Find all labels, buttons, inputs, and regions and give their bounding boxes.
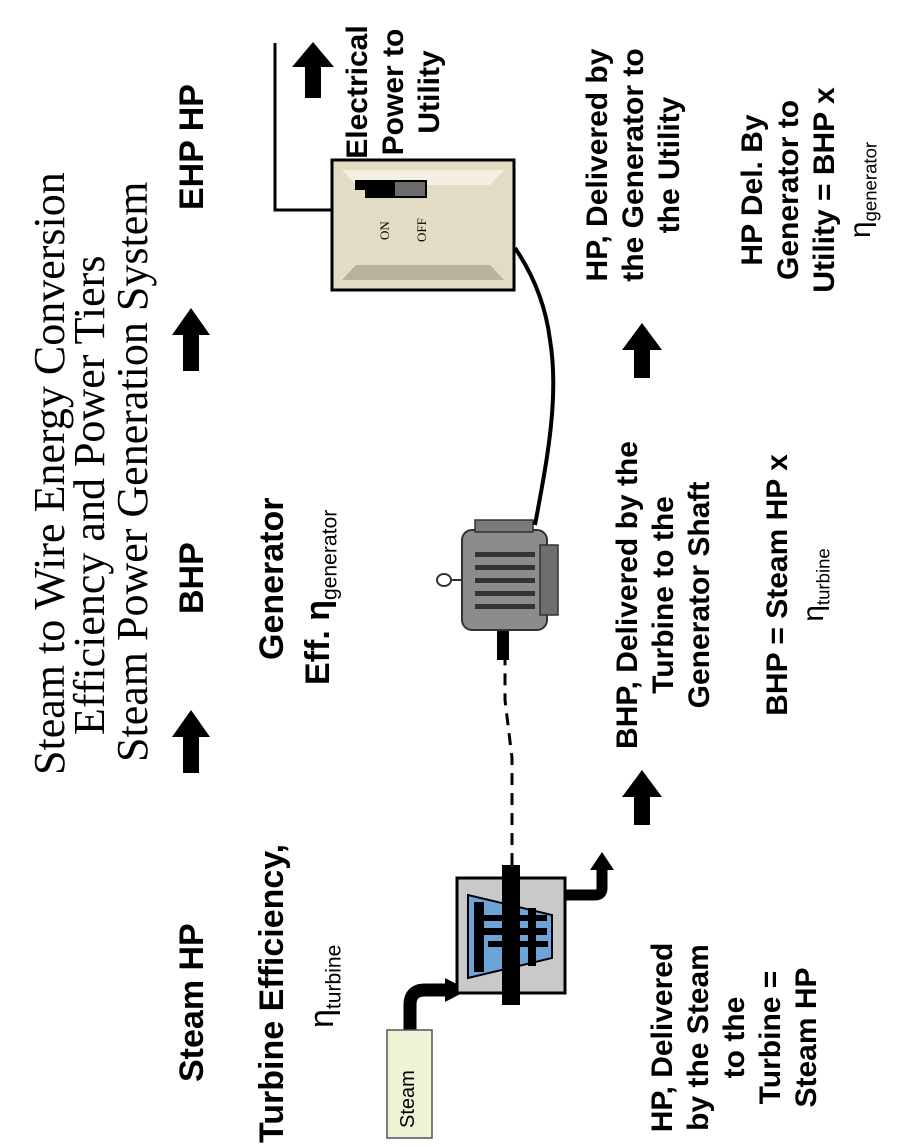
power-cable bbox=[513, 246, 556, 526]
turbine-exhaust bbox=[565, 868, 608, 901]
tier-steam-hp: Steam HP bbox=[173, 923, 211, 1082]
title-line-3: Steam Power Generation System bbox=[108, 181, 157, 762]
arrow-bhp-delivered bbox=[622, 770, 662, 825]
turbine-efficiency-symbol: ηturbine bbox=[303, 944, 346, 1028]
steam-box bbox=[386, 1029, 433, 1139]
turbine bbox=[455, 865, 567, 1005]
tier-arrow-steam-to-bhp bbox=[172, 710, 210, 773]
switch-off-label: OFF bbox=[414, 218, 429, 242]
bhp-formula: BHP = Steam HP x ηturbine bbox=[761, 454, 834, 716]
tier-arrow-bhp-to-ehp bbox=[172, 308, 210, 371]
hp-steam-description: HP, Delivered by the Steam to the Turbin… bbox=[646, 942, 823, 1133]
hp-utility-formula: HP Del. By Generator to Utility = BHP x … bbox=[736, 87, 881, 293]
generator-efficiency-symbol: Eff. ηgenerator bbox=[299, 509, 342, 685]
generator-efficiency-label: Generator bbox=[253, 497, 291, 661]
shaft bbox=[503, 655, 514, 865]
generator bbox=[436, 519, 559, 660]
turbine-efficiency-label: Turbine Efficiency, bbox=[253, 843, 291, 1143]
steam-inlet-pipe bbox=[403, 983, 450, 1030]
electrical-power-label: Electrical Power to Utility bbox=[341, 25, 446, 159]
bhp-delivered-description: BHP, Delivered by the Turbine to the Gen… bbox=[611, 441, 716, 749]
tier-ehp: EHP HP bbox=[173, 84, 211, 210]
hp-generator-description: HP, Delivered by the Generator to the Ut… bbox=[581, 48, 686, 282]
turbine-exhaust-arrow bbox=[590, 852, 614, 870]
utility-line bbox=[273, 43, 332, 212]
switch-box bbox=[330, 158, 516, 292]
arrow-electrical-power bbox=[292, 42, 334, 98]
arrow-hp-generator bbox=[622, 323, 662, 378]
steam-label: Steam bbox=[397, 1070, 419, 1128]
switch-on-label: ON bbox=[377, 221, 392, 240]
tier-bhp: BHP bbox=[173, 542, 211, 614]
